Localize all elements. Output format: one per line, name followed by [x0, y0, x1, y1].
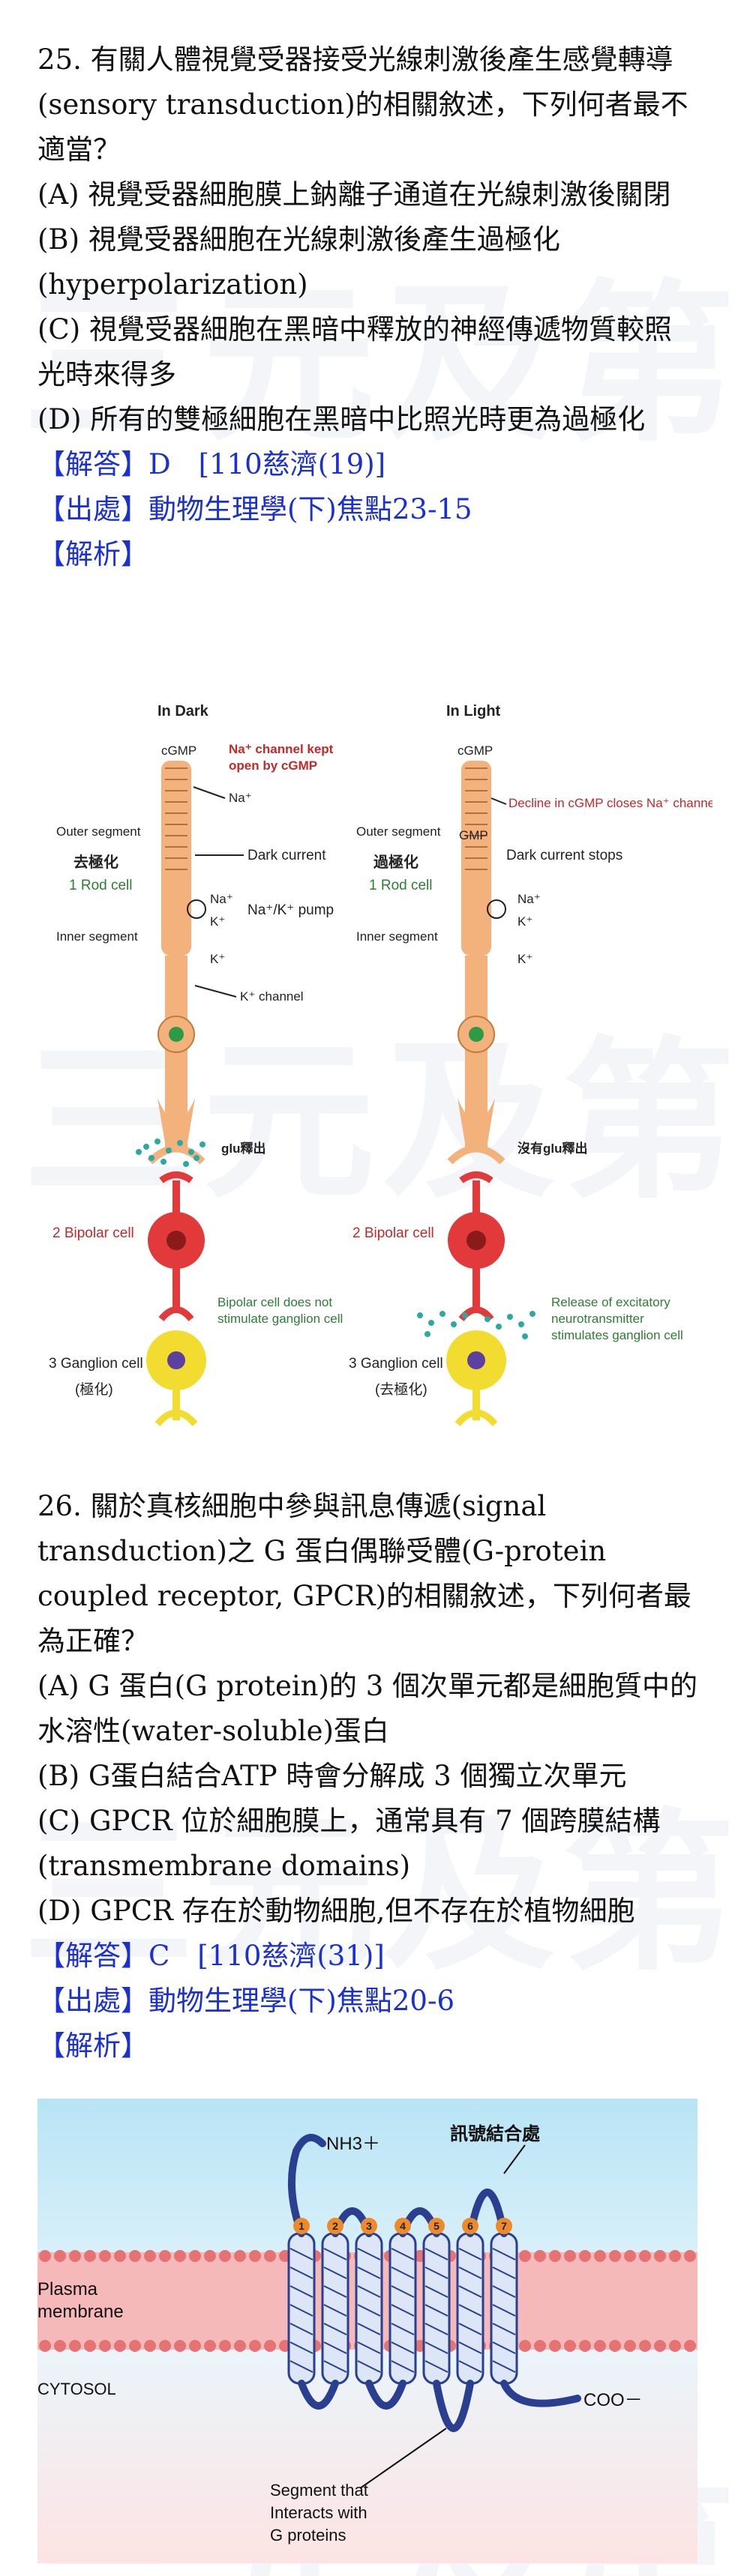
rod-cell-label: 1 Rod cell — [69, 878, 133, 893]
answer-line: 【解答】C [110慈濟(31)] — [38, 1940, 385, 1972]
bipolar-cell-dark — [148, 1171, 205, 1321]
option-d: (D) 所有的雙極細胞在黑暗中比照光時更為過極化 — [38, 403, 646, 435]
ganglion-light-state: (去極化) — [375, 1381, 428, 1398]
bipolar-note-2: stimulate ganglion cell — [218, 1312, 343, 1326]
ganglion-dark-state: (極化) — [75, 1381, 113, 1398]
membrane-label: membrane — [38, 2302, 124, 2322]
transmembrane-helices — [287, 2232, 518, 2385]
neurotransmitter-dots — [417, 1311, 536, 1339]
na-label-2: Na⁺ — [210, 892, 233, 906]
helix-number: 3 — [366, 2220, 372, 2232]
rod-cell-dark — [147, 761, 206, 1165]
ganglion-cell-label-right: 3 Ganglion cell — [349, 1356, 443, 1372]
binding-site-label: 訊號結合處 — [450, 2123, 540, 2144]
option-a: (A) 視覺受器細胞膜上鈉離子通道在光線刺激後關閉 — [38, 178, 671, 211]
question-stem: 25. 有關人體視覺受器接受光線刺激後產生感覺轉導(sensory transd… — [38, 43, 688, 166]
cgmp-label-right: cGMP — [458, 743, 493, 758]
ganglion-cell-label: 3 Ganglion cell — [49, 1356, 143, 1372]
photoreceptor-figure: In Dark In Light — [49, 703, 712, 1427]
helix-number: 6 — [467, 2220, 473, 2232]
in-dark-title: In Dark — [158, 703, 209, 720]
plasma-label: Plasma — [38, 2279, 98, 2299]
option-d: (D) GPCR 存在於動物細胞,但不存在於植物細胞 — [38, 1895, 635, 1927]
k-label-2: K⁺ — [210, 952, 225, 966]
cgmp-label: cGMP — [161, 743, 196, 758]
rod-cell-light — [447, 761, 506, 1165]
release-note-2: neurotransmitter — [551, 1312, 644, 1326]
dark-current-label: Dark current — [248, 848, 326, 863]
question-25: 25. 有關人體視覺受器接受光線刺激後產生感覺轉導(sensory transd… — [38, 37, 698, 577]
glutamate-dots — [136, 1138, 206, 1167]
na-kept-label-2: open by cGMP — [229, 758, 317, 773]
bipolar-cell-label-right: 2 Bipolar cell — [352, 1225, 434, 1241]
segment-label-1: Segment that — [270, 2481, 368, 2500]
k-label: K⁺ — [210, 914, 225, 929]
question-stem: 26. 關於真核細胞中參與訊息傳遞(signal transduction)之 … — [38, 1490, 692, 1657]
dark-current-stops-label: Dark current stops — [506, 848, 622, 863]
ganglion-cell-dark — [146, 1330, 206, 1427]
option-b: (B) G蛋白結合ATP 時會分解成 3 個獨立次單元 — [38, 1760, 627, 1792]
segment-label-3: G proteins — [270, 2526, 346, 2545]
analysis-label: 【解析】 — [38, 2030, 148, 2062]
in-light-title: In Light — [446, 703, 501, 720]
no-glu-label: 沒有glu釋出 — [518, 1141, 588, 1156]
na-label-right: Na⁺ — [518, 892, 541, 906]
question-26: 26. 關於真核細胞中參與訊息傳遞(signal transduction)之 … — [38, 1484, 698, 2069]
glu-release-label: glu釋出 — [221, 1141, 266, 1156]
release-note-3: stimulates ganglion cell — [551, 1328, 683, 1342]
source-line: 【出處】動物生理學(下)焦點20-6 — [38, 1985, 454, 2017]
source-line: 【出處】動物生理學(下)焦點23-15 — [38, 493, 472, 525]
option-b: (B) 視覺受器細胞在光線刺激後產生過極化(hyperpolarization) — [38, 223, 560, 301]
cytosol-label: CYTOSOL — [38, 2380, 116, 2398]
hyperpolarized-label: 過極化 — [374, 853, 418, 871]
k-label-right: K⁺ — [518, 914, 532, 929]
nh3-label: NH3＋ — [326, 2134, 380, 2154]
rod-cell-label-right: 1 Rod cell — [369, 878, 433, 893]
bipolar-cell-label: 2 Bipolar cell — [52, 1225, 134, 1241]
na-kept-label: Na⁺ channel kept — [229, 742, 334, 756]
release-note-1: Release of excitatory — [551, 1295, 670, 1309]
outer-segment-label: Outer segment — [56, 824, 141, 839]
helix-number: 7 — [501, 2220, 507, 2232]
gpcr-figure: 1 2 3 4 5 6 7 NH3＋ 訊號結合處 Plasma membrane… — [38, 2099, 698, 2563]
helix-number-badges — [293, 2218, 512, 2234]
bipolar-cell-light — [448, 1171, 505, 1321]
k-channel-label: K⁺ channel — [240, 989, 304, 1004]
outer-segment-label-right: Outer segment — [356, 824, 441, 839]
inner-segment-label: Inner segment — [56, 929, 138, 944]
segment-label-2: Interacts with — [270, 2503, 368, 2522]
pump-label: Na⁺/K⁺ pump — [248, 902, 334, 918]
decline-label: Decline in cGMP closes Na⁺ channel — [508, 796, 712, 810]
ganglion-cell-light — [446, 1330, 506, 1427]
option-a: (A) G 蛋白(G protein)的 3 個次單元都是細胞質中的水溶性(wa… — [38, 1670, 698, 1747]
na-label: Na⁺ — [229, 791, 252, 805]
depolarized-label: 去極化 — [74, 853, 118, 871]
answer-line: 【解答】D [110慈濟(19)] — [38, 448, 386, 480]
bipolar-note-1: Bipolar cell does not — [218, 1295, 332, 1309]
gmp-label: GMP — [459, 828, 488, 842]
coo-label: COO－ — [584, 2390, 643, 2410]
helix-number: 2 — [332, 2220, 338, 2232]
helix-number: 5 — [434, 2220, 440, 2232]
inner-segment-label-right: Inner segment — [356, 929, 438, 944]
k-label-right-2: K⁺ — [518, 952, 532, 966]
analysis-label: 【解析】 — [38, 538, 148, 570]
helix-number: 1 — [298, 2220, 304, 2232]
option-c: (C) 視覺受器細胞在黑暗中釋放的神經傳遞物質較照光時來得多 — [38, 313, 672, 390]
helix-number: 4 — [400, 2220, 406, 2232]
option-c: (C) GPCR 位於細胞膜上，通常具有 7 個跨膜結構(transmembra… — [38, 1805, 661, 1882]
